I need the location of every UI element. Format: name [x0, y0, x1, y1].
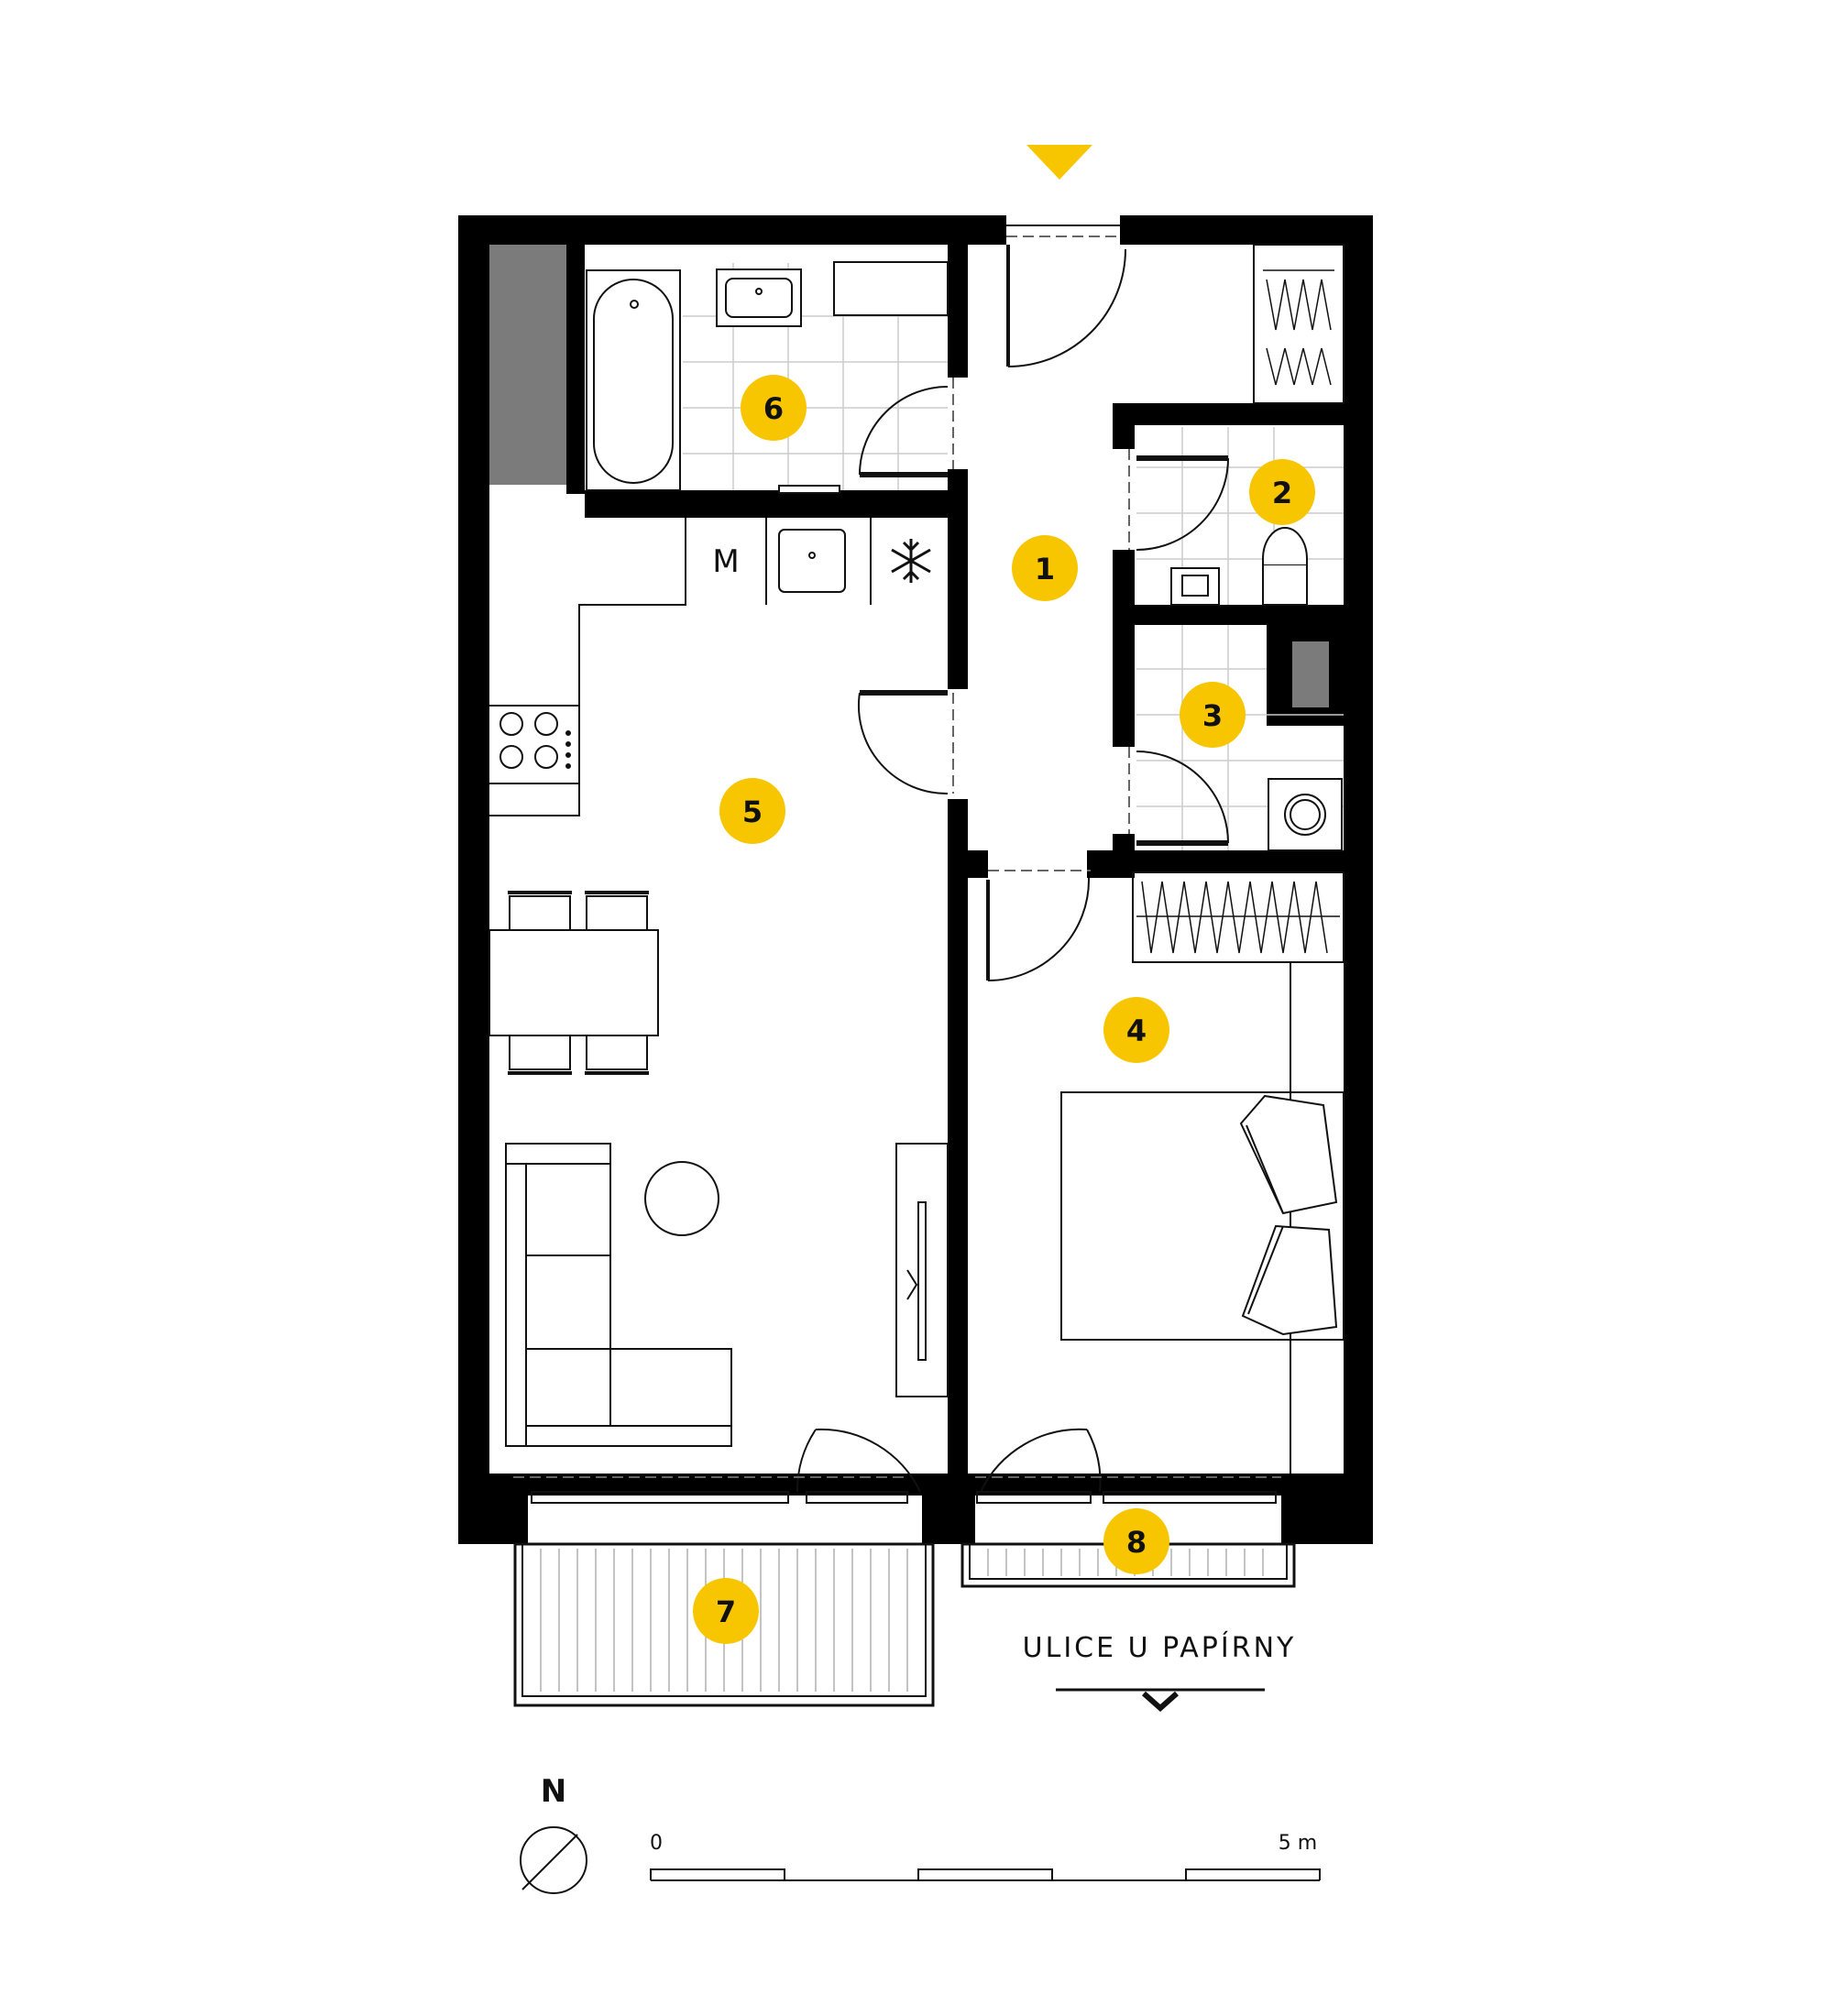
washing-machine: [1268, 778, 1343, 851]
svg-text:7: 7: [716, 1594, 736, 1629]
room-badge-5: 5: [719, 778, 785, 844]
room-badge-4: 4: [1103, 997, 1169, 1063]
wc-door[interactable]: [1128, 449, 1229, 551]
living-balcony-door[interactable]: [513, 1428, 921, 1504]
scale-bar: [650, 1868, 1321, 1881]
scale-start-label: 0: [650, 1832, 663, 1855]
shaft-left: [489, 245, 566, 485]
entrance-arrow-icon: [1026, 145, 1092, 180]
shaft-right: [1292, 641, 1329, 707]
tv-unit: [895, 1143, 949, 1397]
svg-text:5: 5: [742, 794, 763, 829]
bedroom-balcony-door[interactable]: [975, 1428, 1281, 1504]
kitchen-counter: [489, 518, 872, 816]
bedroom-door[interactable]: [986, 870, 1091, 981]
svg-text:4: 4: [1126, 1013, 1147, 1048]
room-badge-2: 2: [1249, 459, 1315, 525]
bed: [1060, 962, 1345, 1474]
room-badge-1: 1: [1012, 535, 1078, 601]
svg-text:6: 6: [763, 391, 784, 426]
inner-walls: [566, 245, 1344, 1474]
svg-text:8: 8: [1126, 1525, 1147, 1560]
coffee-table: [644, 1161, 719, 1236]
kitchen-sink: [778, 529, 846, 593]
living-room-door[interactable]: [857, 690, 954, 795]
north-label: N: [541, 1773, 566, 1810]
bathroom: [586, 261, 949, 494]
svg-text:3: 3: [1202, 698, 1223, 733]
room-badge-7: 7: [693, 1578, 759, 1644]
street-label: ULICE U PAPÍRNY: [1023, 1631, 1297, 1664]
north-arrow-icon: [520, 1826, 587, 1894]
washing-cabinet: [833, 261, 949, 316]
scale-end-label: 5 m: [1279, 1832, 1317, 1855]
svg-text:1: 1: [1035, 552, 1055, 586]
snowflake-icon: [891, 539, 931, 583]
cooktop-ring: [499, 712, 523, 736]
utility-door[interactable]: [1128, 747, 1229, 846]
bathtub: [586, 269, 681, 491]
room-badge-8: 8: [1103, 1508, 1169, 1574]
sofa: [505, 1143, 732, 1447]
hall-wardrobe: [1253, 244, 1345, 404]
wc: [1136, 427, 1344, 606]
toilet: [1262, 564, 1308, 606]
bedroom-wardrobe: [1132, 871, 1345, 963]
room-badge-3: 3: [1180, 682, 1246, 748]
room-badge-6: 6: [741, 375, 807, 441]
bathroom-door[interactable]: [859, 378, 954, 477]
svg-text:2: 2: [1272, 476, 1292, 510]
street-arrow-icon: [1056, 1688, 1265, 1713]
entrance-door[interactable]: [1006, 225, 1126, 367]
bathtub-inner: [593, 279, 674, 484]
kitchen-m-label: M: [712, 543, 739, 580]
utility-room: [1136, 625, 1344, 851]
dining-table: [488, 891, 659, 1075]
